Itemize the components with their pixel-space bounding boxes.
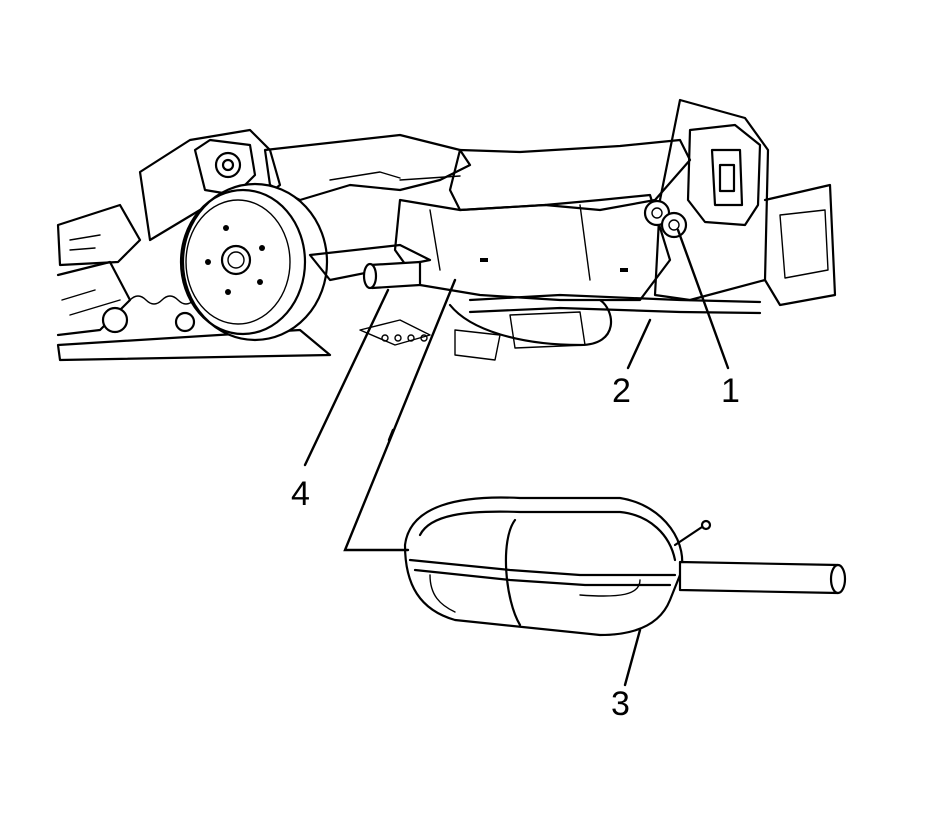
muffler-assembly — [403, 496, 847, 637]
callout-4: 4 — [291, 475, 310, 513]
callout-3: 3 — [611, 685, 630, 723]
vehicle-underbody — [56, 98, 837, 362]
leader-lines — [303, 228, 730, 687]
callout-1: 1 — [721, 372, 740, 410]
exhaust-pipe-stub — [362, 260, 422, 290]
callout-2: 2 — [612, 372, 631, 410]
brake-drum — [179, 182, 329, 342]
